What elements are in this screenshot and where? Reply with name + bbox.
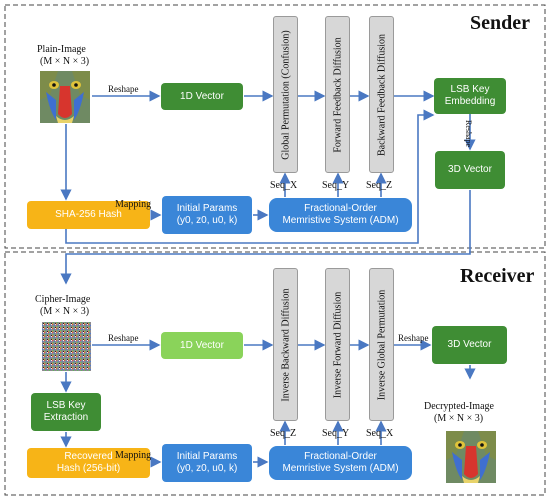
mandrill-image-decrypted [446, 431, 496, 483]
backward-diffusion-box: Backward Feedback Diffusion [369, 16, 394, 173]
inverse-forward-label: Inverse Forward Diffusion [332, 291, 343, 398]
vector-1d-label-receiver: 1D Vector [180, 339, 224, 351]
lsb-extraction-line1: LSB Key [46, 400, 86, 411]
cipher-image-label: Cipher-Image [35, 294, 91, 305]
fractional-system-line1: Fractional-Order [304, 203, 377, 214]
vector-1d-label: 1D Vector [180, 90, 224, 102]
reshape-vertical-label: Reshape [464, 120, 473, 148]
vector-3d-box-receiver: 3D Vector [432, 326, 507, 364]
vector-3d-label: 3D Vector [448, 164, 492, 175]
seq-z-label-receiver: Seq_Z [270, 428, 297, 439]
vector-1d-box-receiver: 1D Vector [161, 332, 243, 359]
initial-params-box-receiver: Initial Params (y0, z0, u0, k) [162, 444, 252, 482]
recovered-hash-line1: Recovered [64, 451, 113, 462]
lsb-embedding-line1: LSB Key [450, 84, 490, 95]
fractional-system-line2: Memristive System (ADM) [282, 215, 399, 226]
reshape-label-receiver: Reshape [108, 333, 139, 343]
fractional-system-line2-receiver: Memristive System (ADM) [282, 463, 399, 474]
global-permutation-box: Global Permutation (Confusion) [273, 16, 298, 173]
forward-diffusion-box: Forward Feedback Diffusion [325, 16, 350, 173]
inverse-permutation-box: Inverse Global Permutation [369, 268, 394, 421]
mapping-label: Mapping [115, 199, 152, 210]
fractional-system-box-receiver: Fractional-Order Memristive System (ADM) [269, 446, 412, 480]
initial-params-line1-receiver: Initial Params [176, 451, 238, 462]
plain-image-label: Plain-Image [37, 44, 86, 55]
cipher-image-dims: (M × N × 3) [40, 306, 90, 317]
sender-title: Sender [470, 12, 530, 34]
reshape-label: Reshape [108, 84, 139, 94]
recovered-hash-line2: Hash (256-bit) [56, 463, 121, 474]
forward-diffusion-label: Forward Feedback Diffusion [332, 36, 343, 153]
lsb-extraction-line2: Extraction [43, 412, 89, 423]
vector-3d-label-receiver: 3D Vector [447, 339, 492, 350]
inverse-backward-label: Inverse Backward Diffusion [280, 287, 291, 402]
sha256-label: SHA-256 Hash [55, 209, 122, 220]
global-permutation-label: Global Permutation (Confusion) [280, 29, 291, 160]
vector-1d-box: 1D Vector [161, 83, 243, 110]
receiver-title: Receiver [460, 265, 535, 287]
seq-x-label: Seq_X [270, 180, 298, 191]
lsb-extraction-box: LSB Key Extraction [31, 393, 101, 431]
decrypted-image-label: Decrypted-Image [424, 401, 494, 412]
seq-y-label: Seq_Y [322, 180, 350, 191]
mapping-label-receiver: Mapping [115, 450, 152, 461]
noise-image [42, 322, 91, 371]
initial-params-box: Initial Params (y0, z0, u0, k) [162, 196, 252, 234]
backward-diffusion-label: Backward Feedback Diffusion [376, 33, 387, 156]
recovered-hash-box: Recovered Hash (256-bit) [27, 448, 150, 478]
lsb-embedding-line2: Embedding [444, 96, 496, 107]
sender-border [4, 4, 546, 249]
initial-params-line2: (y0, z0, u0, k) [176, 215, 238, 226]
initial-params-line2-receiver: (y0, z0, u0, k) [176, 463, 238, 474]
plain-image-dims: (M × N × 3) [40, 56, 90, 67]
mandrill-image [40, 71, 90, 123]
seq-x-label-receiver: Seq_X [366, 428, 394, 439]
inverse-backward-box: Inverse Backward Diffusion [273, 268, 298, 421]
inverse-permutation-label: Inverse Global Permutation [376, 289, 387, 400]
fractional-system-box: Fractional-Order Memristive System (ADM) [269, 198, 412, 232]
decrypted-image-dims: (M × N × 3) [434, 413, 484, 424]
lsb-embedding-box: LSB Key Embedding [434, 78, 506, 114]
receiver-border [4, 251, 546, 496]
fractional-system-line1-receiver: Fractional-Order [304, 451, 377, 462]
initial-params-line1: Initial Params [176, 203, 238, 214]
inverse-forward-box: Inverse Forward Diffusion [325, 268, 350, 421]
seq-y-label-receiver: Seq_Y [322, 428, 350, 439]
reshape-out-label: Reshape [398, 333, 429, 343]
sha256-box: SHA-256 Hash [27, 201, 150, 229]
seq-z-label: Seq_Z [366, 180, 393, 191]
vector-3d-box: 3D Vector [435, 151, 505, 189]
